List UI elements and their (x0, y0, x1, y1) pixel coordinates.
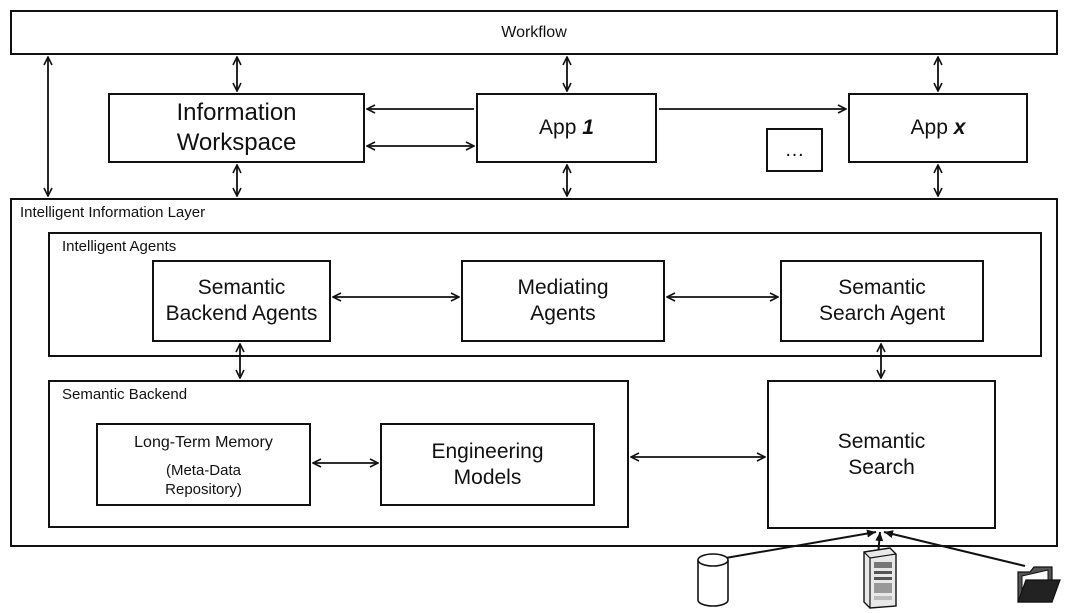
long-term-memory-box: Long-Term Memory (Meta-Data Repository) (96, 423, 311, 506)
mediating-agents-line2: Agents (530, 302, 596, 325)
semantic-search-agent-line2: Search Agent (818, 302, 946, 325)
long-term-memory-line3: Repository) (165, 480, 242, 498)
database-icon (697, 553, 729, 607)
long-term-memory-line1: Long-Term Memory (134, 433, 273, 451)
engineering-models-line1: Engineering (431, 439, 544, 463)
information-workspace-line1: Information (176, 99, 297, 126)
app-x-index: x (953, 116, 966, 139)
workflow-label: Workflow (501, 23, 567, 41)
semantic-search-agent-box: Semantic Search Agent (780, 260, 984, 342)
arrow-folder-search (883, 530, 1026, 567)
more-apps-box: … (766, 128, 823, 172)
semantic-search-line2: Search (848, 455, 915, 479)
app-1-index: 1 (582, 116, 594, 139)
mediating-agents-box: Mediating Agents (461, 260, 665, 342)
semantic-search-box: Semantic Search (767, 380, 996, 529)
semantic-search-agent-line1: Semantic (838, 276, 926, 299)
arrow-db-search (713, 529, 877, 561)
semantic-backend-title: Semantic Backend (62, 386, 188, 403)
workflow-bar: Workflow (10, 10, 1058, 55)
intelligent-agents-title: Intelligent Agents (62, 238, 177, 255)
semantic-backend-agents-line2: Backend Agents (165, 302, 318, 325)
app-x-box: App x (848, 93, 1028, 163)
folder-icon (1017, 566, 1061, 603)
app-1-prefix: App (539, 116, 583, 139)
engineering-models-line2: Models (453, 465, 522, 489)
server-icon (863, 547, 897, 609)
app-x-prefix: App (910, 116, 954, 139)
app-1-box: App 1 (476, 93, 657, 163)
information-workspace-line2: Workspace (176, 129, 297, 156)
ellipsis-label: … (784, 138, 805, 161)
semantic-backend-agents-box: Semantic Backend Agents (152, 260, 331, 342)
long-term-memory-line2: (Meta-Data (165, 461, 241, 479)
semantic-backend-agents-line1: Semantic (197, 276, 286, 299)
semantic-search-line1: Semantic (837, 429, 926, 453)
intelligent-information-layer-title: Intelligent Information Layer (20, 204, 206, 221)
mediating-agents-line1: Mediating (517, 276, 609, 299)
engineering-models-box: Engineering Models (380, 423, 595, 506)
information-workspace-box: Information Workspace (108, 93, 365, 163)
